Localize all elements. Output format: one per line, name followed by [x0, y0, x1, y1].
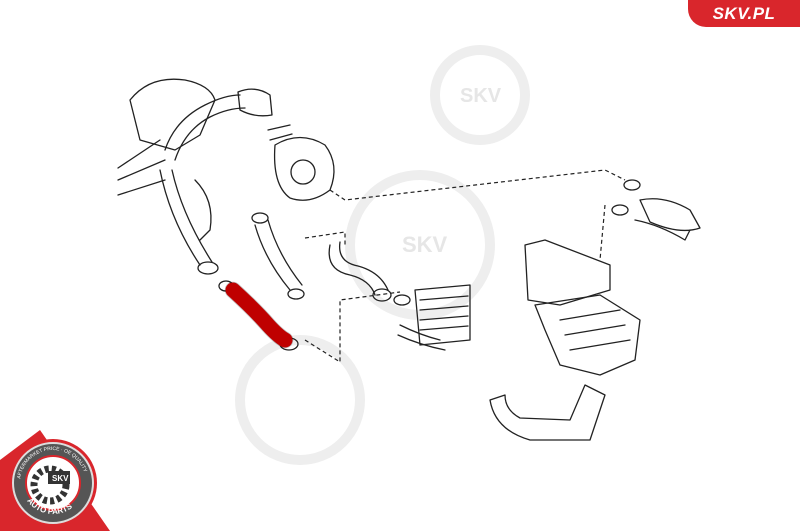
gear-icon: [30, 465, 70, 505]
skv-auto-parts-badge: SKV AFTERMARKET PRICE · OE QUALITY AUTO …: [0, 430, 110, 531]
elbow-pipe: [489, 384, 606, 441]
pipe-middle: [328, 241, 389, 296]
hose-upper: [254, 219, 303, 291]
intercooler: [393, 284, 471, 351]
clamp: [251, 212, 269, 224]
watermark-text: SKV: [460, 85, 502, 107]
air-hose-right: [611, 179, 701, 241]
leader-lines: [304, 169, 626, 364]
intake-pipe: [159, 88, 273, 275]
watermark-text: SKV: [402, 232, 448, 257]
site-logo-tab[interactable]: SKV.PL: [688, 0, 800, 27]
svg-text:SKV: SKV: [52, 474, 69, 483]
air-filter-box: [524, 239, 641, 376]
clamp: [287, 288, 305, 300]
engine-block: [117, 78, 216, 241]
turbocharger: [267, 124, 335, 201]
watermark-gear-icon: [235, 45, 530, 465]
